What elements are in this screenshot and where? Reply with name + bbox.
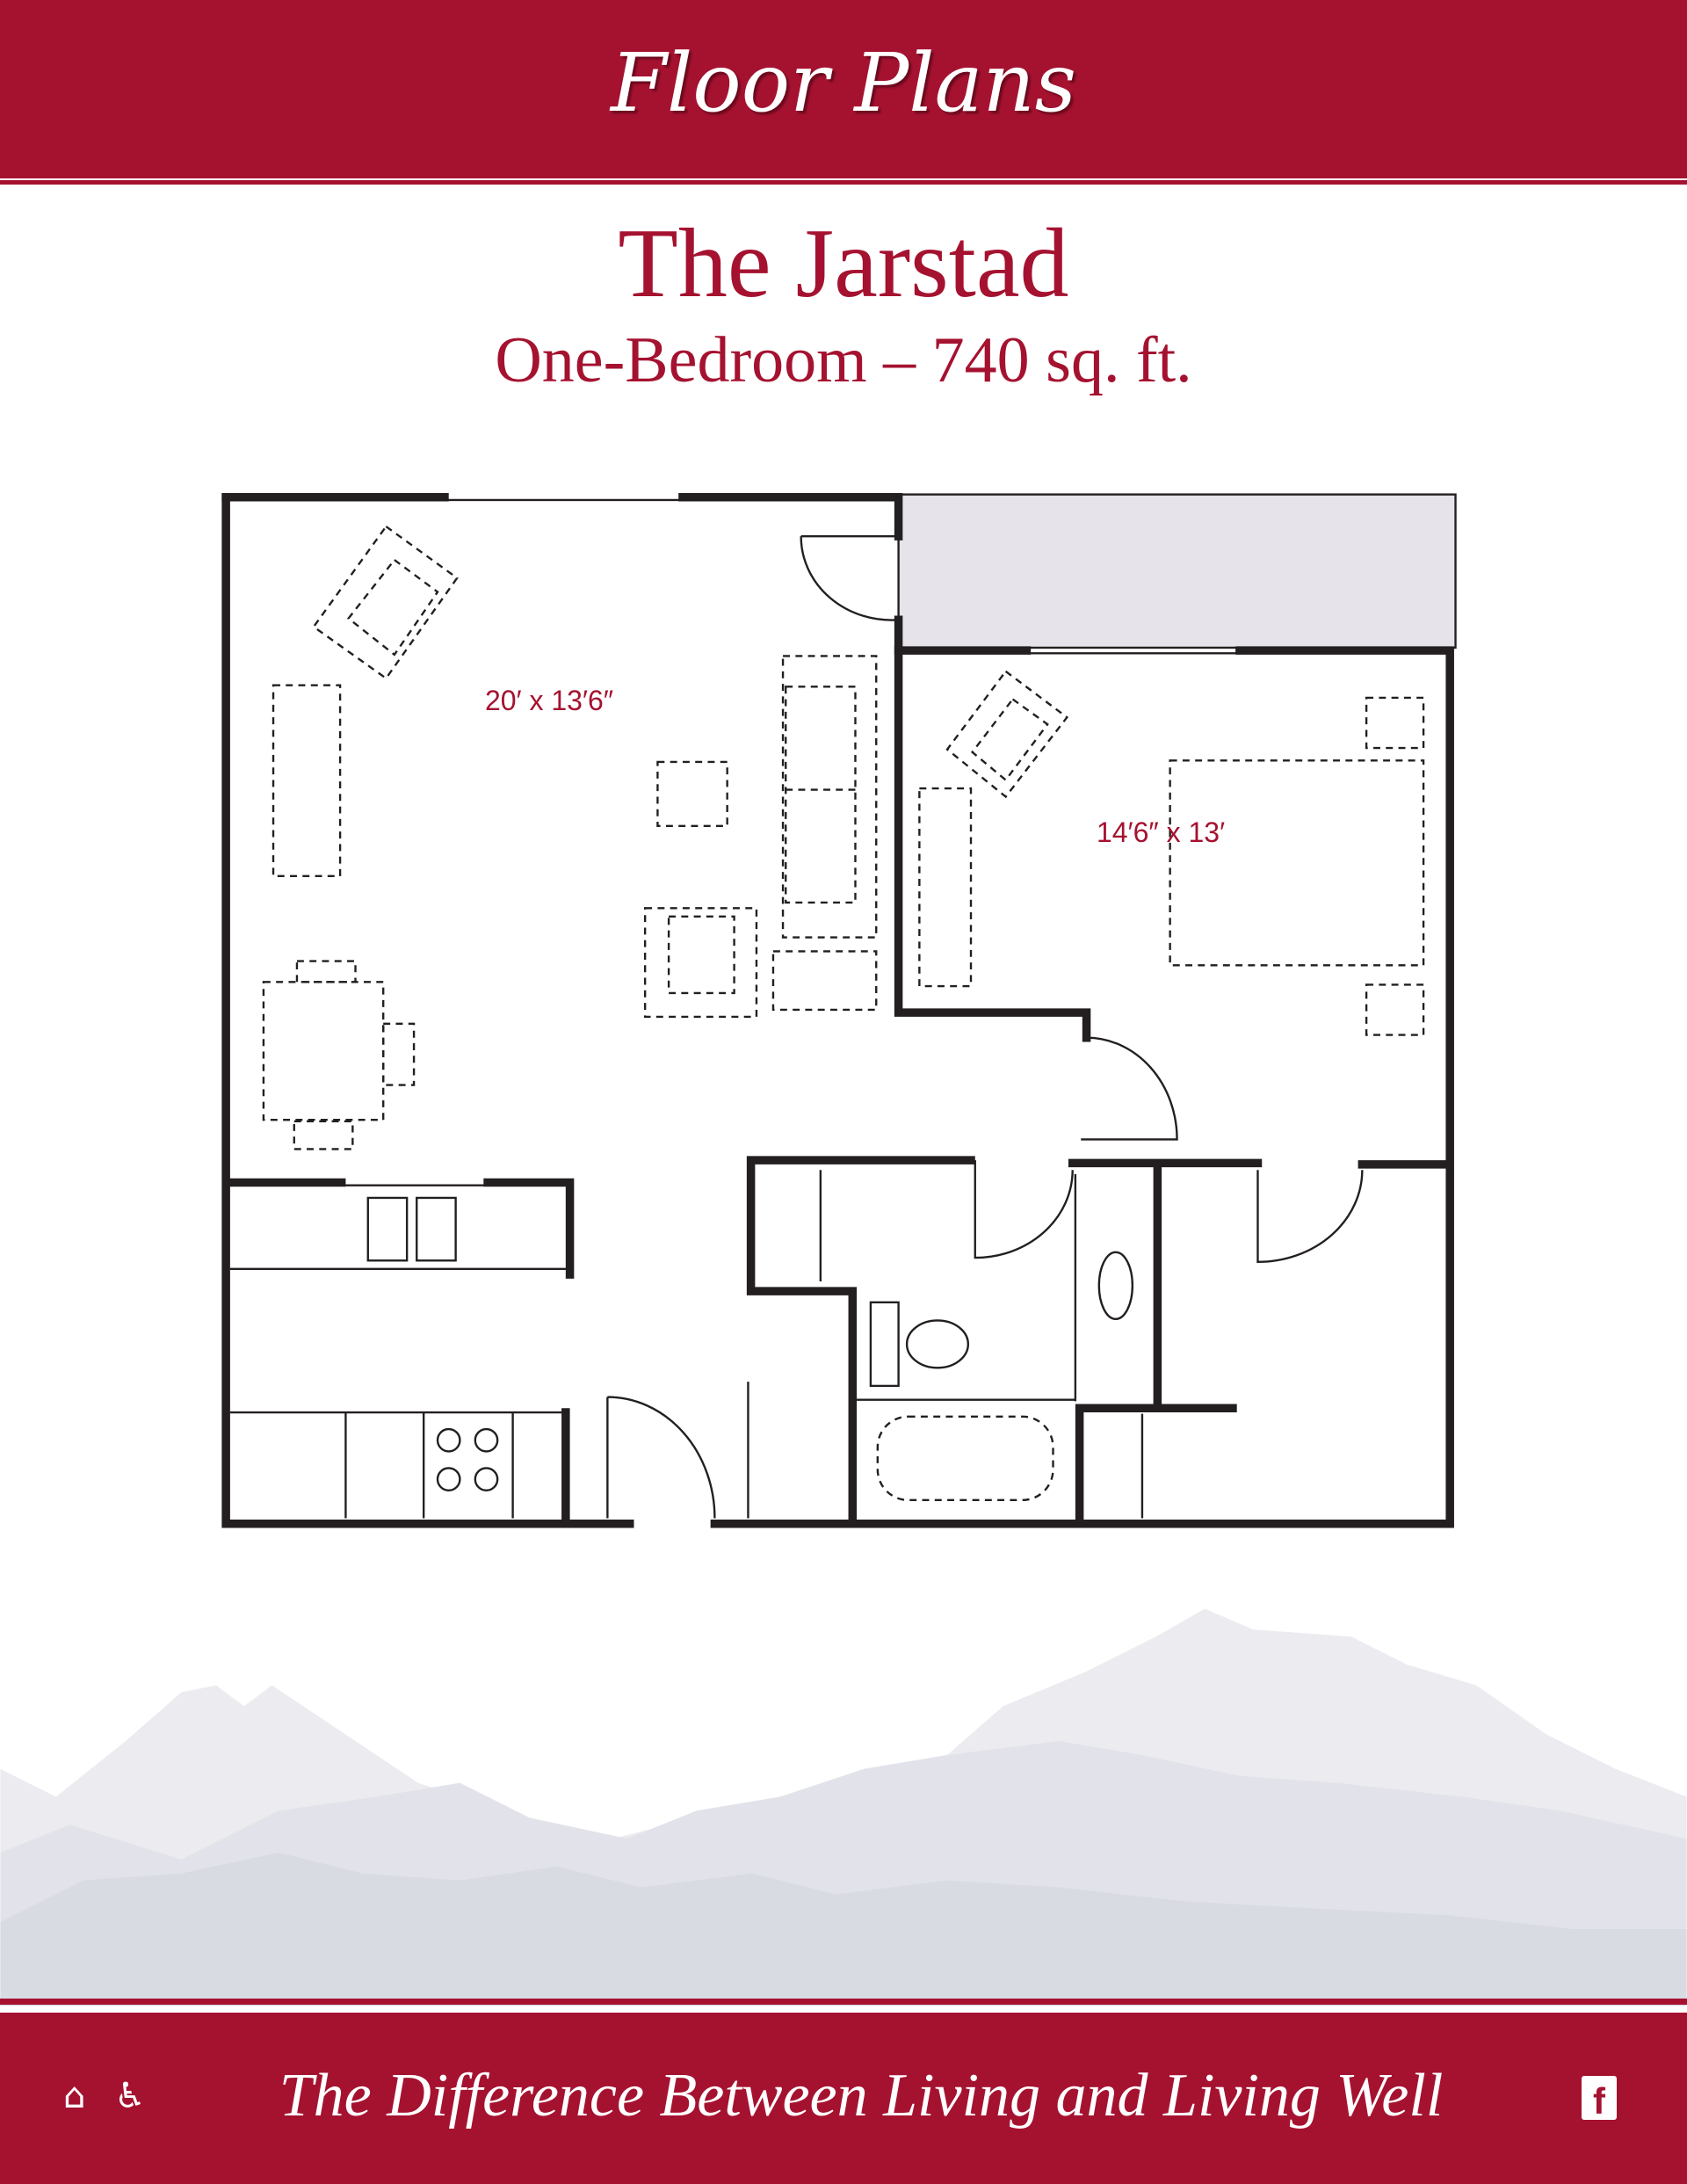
plan-name: The Jarstad [618,209,1069,318]
footer-band [0,2013,1687,2184]
accessibility-icon: ♿ [114,2076,146,2116]
mountains [0,1608,1687,2006]
furniture [262,525,1425,1502]
walls [221,493,1454,1528]
facebook-icon[interactable]: f [1582,2076,1617,2122]
footer-rule [0,1999,1687,2005]
thin-lines [229,498,1364,1519]
plan-subtitle: One-Bedroom – 740 sq. ft. [495,324,1192,396]
equal-housing-icon: ⌂ [63,2076,86,2116]
living-room-dimensions: 20′ x 13′6″ [485,685,614,716]
bedroom-dimensions: 14′6″ x 13′ [1097,816,1226,848]
balcony [897,493,1457,649]
header-rule [0,180,1687,185]
footer-tagline: The Difference Between Living and Living… [279,2062,1444,2130]
header-band [0,0,1687,178]
header-title: Floor Plans [611,36,1076,130]
